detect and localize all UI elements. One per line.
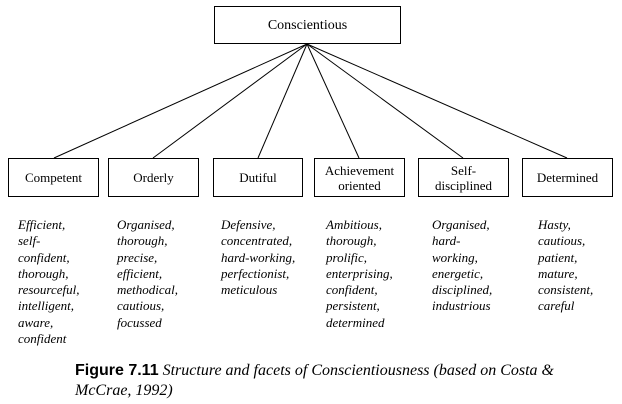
connector-line-self-disciplined: [306, 43, 464, 159]
facet-adjectives-self-disciplined: Organised, hard- working, energetic, dis…: [432, 217, 493, 314]
facet-label-orderly: Orderly: [133, 170, 174, 185]
facet-label-competent: Competent: [24, 170, 83, 185]
facet-label-dutiful: Dutiful: [239, 170, 277, 185]
root-node-box: Conscientious: [214, 6, 401, 44]
connector-line-dutiful: [257, 43, 308, 159]
facet-box-orderly: Orderly: [108, 158, 199, 197]
connector-line-competent: [53, 43, 308, 159]
facet-label-self-disciplined: Self- disciplined: [434, 162, 493, 193]
figure-caption: Figure 7.11 Structure and facets of Cons…: [75, 361, 605, 401]
facet-adjectives-competent: Efficient, self- confident, thorough, re…: [18, 217, 80, 347]
figure-caption-text: Structure and facets of Conscientiousnes…: [75, 362, 554, 399]
connector-line-orderly: [152, 43, 308, 159]
facet-box-achievement-oriented: Achievement oriented: [314, 158, 405, 197]
facet-box-self-disciplined: Self- disciplined: [418, 158, 509, 197]
figure-caption-label: Figure 7.11: [75, 362, 159, 379]
facet-adjectives-achievement-oriented: Ambitious, thorough, prolific, enterpris…: [326, 217, 393, 330]
facet-label-determined: Determined: [536, 170, 599, 185]
facet-adjectives-orderly: Organised, thorough, precise, efficient,…: [117, 217, 179, 330]
facet-box-competent: Competent: [8, 158, 99, 197]
facet-label-achievement-oriented: Achievement oriented: [324, 162, 395, 193]
root-node-label: Conscientious: [267, 17, 348, 33]
facet-box-dutiful: Dutiful: [213, 158, 303, 197]
facet-box-determined: Determined: [522, 158, 613, 197]
connector-line-achievement-oriented: [306, 43, 360, 159]
facet-adjectives-determined: Hasty, cautious, patient, mature, consis…: [538, 217, 594, 314]
facet-adjectives-dutiful: Defensive, concentrated, hard-working, p…: [221, 217, 296, 298]
connector-line-determined: [306, 43, 568, 159]
